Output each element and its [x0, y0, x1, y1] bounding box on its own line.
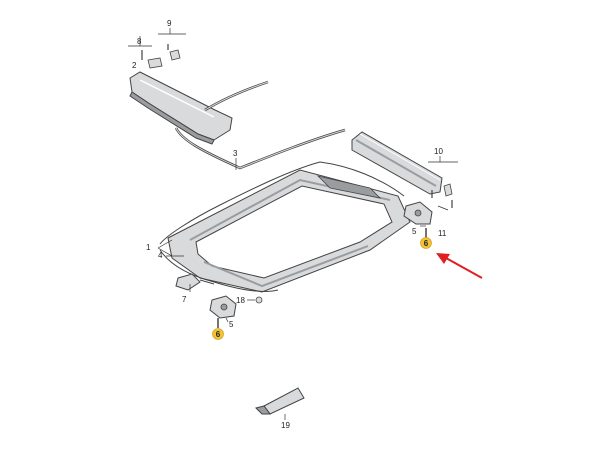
svg-text:6: 6 [216, 330, 221, 339]
badge-6-right: 6 [420, 237, 432, 249]
red-arrow [436, 253, 483, 279]
callout-3: 3 [233, 149, 238, 158]
callout-5-left: 5 [229, 320, 234, 329]
callout-9: 9 [167, 19, 172, 28]
seal-strip [174, 80, 346, 170]
callout-11: 11 [438, 229, 447, 238]
sunroof-frame [167, 169, 411, 293]
motor-right [403, 201, 433, 225]
callout-19: 19 [281, 421, 290, 430]
wind-deflector [129, 71, 233, 145]
motor-left [209, 295, 237, 319]
callout-4: 4 [158, 251, 163, 260]
callout-2: 2 [132, 61, 137, 70]
leader-lines [128, 28, 458, 420]
callout-8: 8 [137, 37, 142, 46]
fastener-clips-right [431, 183, 453, 208]
badge-6-left: 6 [212, 328, 224, 340]
drain-hose [159, 161, 405, 293]
bolt [255, 296, 263, 304]
callout-7: 7 [182, 295, 187, 304]
callout-1: 1 [146, 243, 151, 252]
guide-rail [351, 131, 443, 195]
callout-18: 18 [236, 296, 245, 305]
svg-text:6: 6 [424, 239, 429, 248]
fastener-clips-top [141, 44, 181, 69]
callout-5-right: 5 [412, 227, 417, 236]
control-unit [175, 273, 215, 291]
sealant-tube [255, 387, 305, 415]
callout-10: 10 [434, 147, 443, 156]
